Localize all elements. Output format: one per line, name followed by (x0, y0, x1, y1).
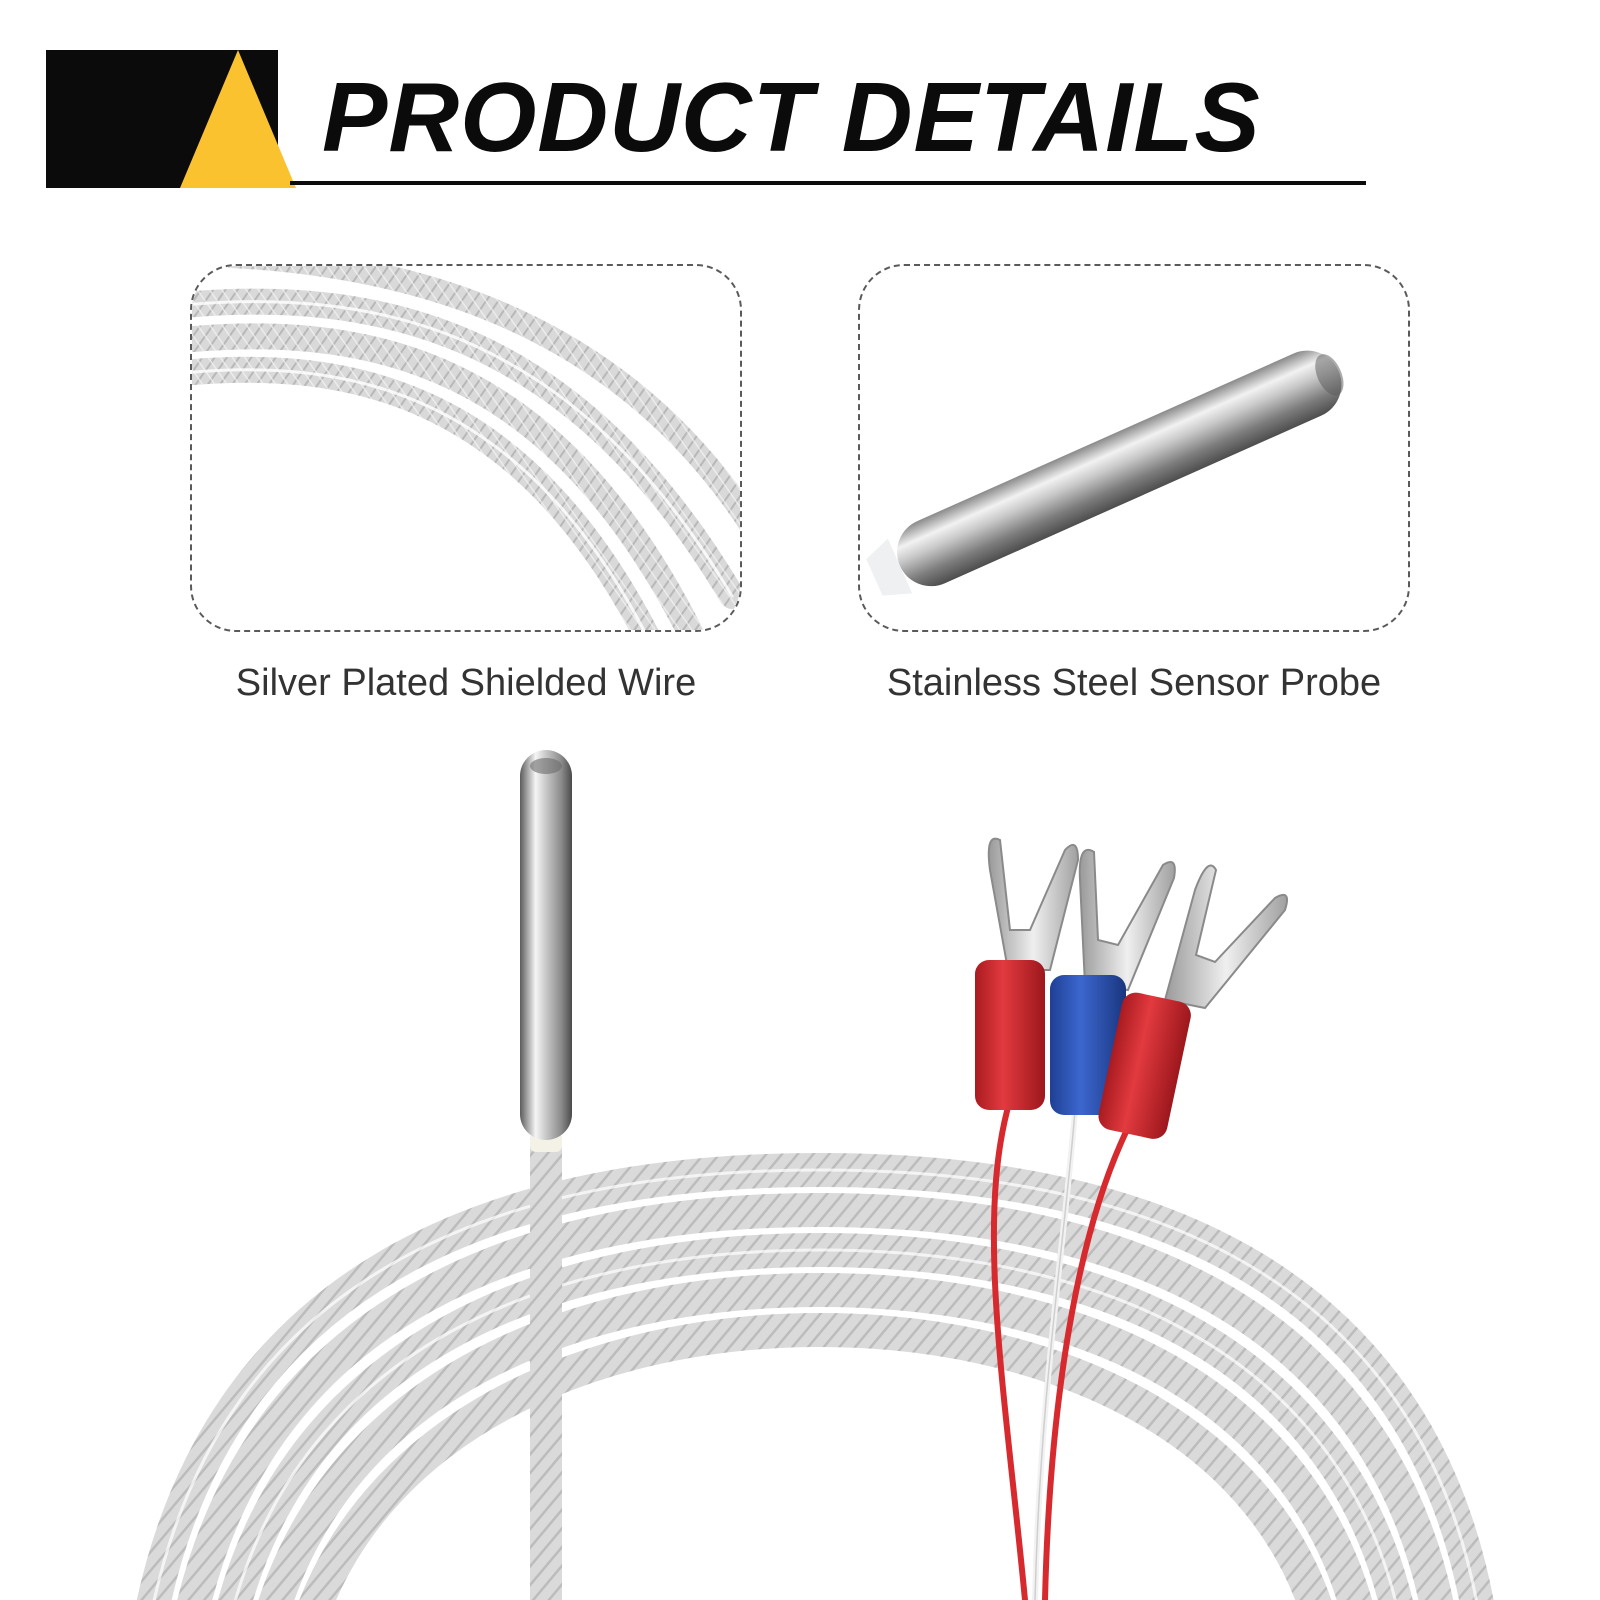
steel-probe-illustration (866, 350, 1344, 596)
probe-detail-image (858, 264, 1410, 632)
wire-detail-image (190, 264, 742, 632)
sensor-product-illustration (136, 750, 1494, 1600)
braided-wire-illustration (192, 266, 740, 630)
title-underline (290, 181, 1366, 185)
probe-caption: Stainless Steel Sensor Probe (886, 662, 1382, 704)
page-title: PRODUCT DETAILS (322, 62, 1261, 172)
terminal-left (975, 837, 1080, 1110)
terminal-right (1098, 864, 1288, 1139)
wire-caption: Silver Plated Shielded Wire (235, 662, 697, 704)
header-banner: PRODUCT DETAILS (0, 0, 1600, 210)
product-main-image (0, 740, 1600, 1600)
